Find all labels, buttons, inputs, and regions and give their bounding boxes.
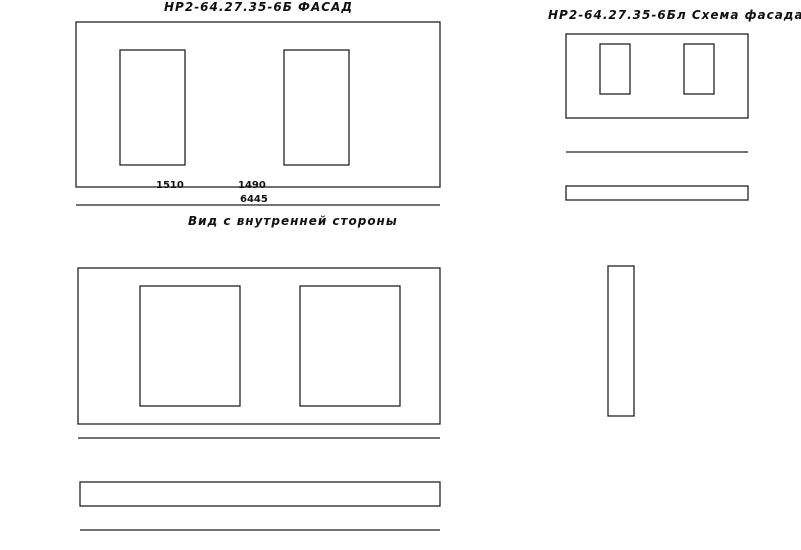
- facade-total-dim: 6445: [240, 194, 268, 205]
- window-opening-2: [283, 49, 350, 166]
- inner-view-panel: [77, 267, 441, 425]
- facade-scheme-title: НР2-64.27.35-6Бл Схема фасада: [548, 8, 801, 22]
- scheme-opening-2: [683, 43, 715, 95]
- facade-title: НР2-64.27.35-6Б ФАСАД: [164, 0, 354, 14]
- inner-opening-2: [299, 285, 401, 407]
- inner-opening-1: [139, 285, 241, 407]
- inner-view-title: Вид с внутренней стороны: [188, 214, 398, 228]
- window-opening-1: [119, 49, 186, 166]
- facade-panel: [75, 21, 441, 188]
- facade-dim-b: 1490: [238, 180, 266, 191]
- section-1-1: [79, 481, 441, 507]
- facade-scheme-panel: [565, 33, 749, 201]
- scheme-opening-1: [599, 43, 631, 95]
- facade-dim-a: 1510: [156, 180, 184, 191]
- section-2-2: [607, 265, 635, 417]
- section-3-3: [565, 185, 749, 201]
